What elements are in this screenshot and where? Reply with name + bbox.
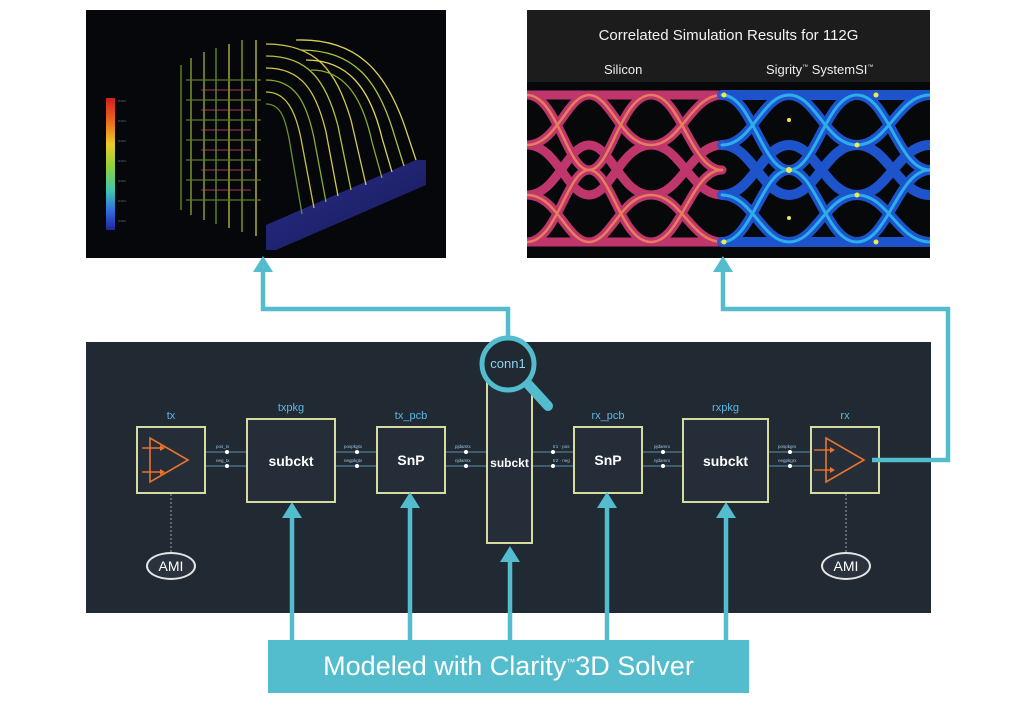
rxpkg-label: rxpkg [712,402,739,414]
svg-text:0 V/m: 0 V/m [118,219,126,223]
em-field-simulation-image: 0 V/m 0 V/m 0 V/m 0 V/m 0 V/m 0 V/m 0 V/m [86,10,446,258]
txpkg-block[interactable]: subckt [246,418,336,503]
sigrity-label: Sigrity™ SystemSI™ [766,62,874,77]
txpkg-label: txpkg [277,402,305,414]
substrate [266,160,426,250]
tx-pcb-label: tx_pcb [394,410,428,422]
tx-block[interactable] [136,426,206,494]
svg-text:0 V/m: 0 V/m [118,139,126,143]
silicon-label: Silicon [604,62,643,77]
eye-diagram-title: Correlated Simulation Results for 112G [598,27,859,44]
silicon-eye [527,90,727,247]
sigrity-eye [717,89,930,248]
svg-text:0 V/m: 0 V/m [118,119,126,123]
eye-diagrams [527,82,930,258]
conn1-block[interactable]: subckt [486,382,533,544]
svg-text:0 V/m: 0 V/m [118,179,126,183]
arrow-to-em-panel [260,270,511,344]
tx-amplifier-icon [142,436,190,484]
em-3d-render: 0 V/m 0 V/m 0 V/m 0 V/m 0 V/m 0 V/m 0 V/m [106,39,426,250]
rx-pcb-label: rx_pcb [591,410,625,422]
rx-block[interactable] [810,426,880,494]
schematic-wires [170,450,847,552]
svg-text:0 V/m: 0 V/m [118,99,126,103]
ami-left[interactable]: AMI [146,552,196,580]
tx-label: tx [166,410,176,422]
eye-diagram-panel: Correlated Simulation Results for 112G S… [527,10,930,258]
rx-amplifier-icon [814,436,866,484]
tx-pcb-block[interactable]: SnP [376,426,446,494]
rxpkg-block[interactable]: subckt [682,418,769,503]
conn1-label: conn1 [490,356,526,371]
rx-label: rx [840,410,850,422]
colorbar [106,98,115,230]
rx-pcb-block[interactable]: SnP [573,426,643,494]
ami-right[interactable]: AMI [821,552,871,580]
svg-text:0 V/m: 0 V/m [118,159,126,163]
svg-text:0 V/m: 0 V/m [118,199,126,203]
channel-schematic: pos_tx neg_tx pospkgtx negpkgtx pjdamtx … [86,342,931,613]
connector-traces [180,39,417,236]
